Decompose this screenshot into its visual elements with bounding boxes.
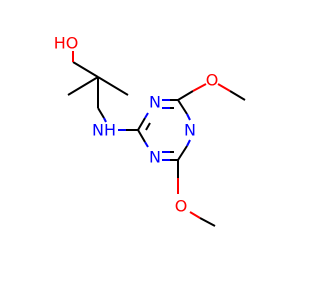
hydroxyl-label: HO	[54, 34, 79, 53]
ring-nitrogen-right-label: N	[184, 121, 196, 140]
ring-bond-n6-c1a	[144, 141, 149, 148]
bond-o-bottom-methyl-b	[199, 217, 216, 227]
ring-nitrogen-top-label: N	[149, 93, 161, 112]
atom-labels: HO NH N N N O O	[54, 34, 219, 216]
bond-o-top-methyl-a	[217, 83, 231, 92]
ring-bond-n6-c1b	[137, 129, 146, 143]
structure-drawing: HO NH N N N O O	[54, 34, 246, 227]
bond-methyl-right	[97, 76, 129, 96]
bond-c3-o-top-b	[192, 83, 207, 92]
ring-bond-c1-n2a	[137, 117, 146, 131]
bond-c-n-amine-black	[97, 107, 105, 119]
bond-methyl-left	[67, 76, 99, 96]
ring-bond-c3-n4b	[186, 113, 191, 121]
ring-bond-n4-c5b	[177, 145, 188, 161]
molecule-diagram: HO NH N N N O O	[54, 34, 246, 227]
bond-ch2-quaternary	[72, 61, 99, 78]
ring-nitrogen-bottom-label: N	[149, 148, 161, 167]
methoxy-oxygen-bottom-label: O	[175, 197, 188, 216]
ring-bond-n4-c5a	[186, 139, 191, 147]
ring-bond-c1-n2b	[144, 112, 149, 119]
amine-label: NH	[92, 121, 116, 140]
ring-bond-c1-inner	[145, 122, 151, 131]
ring-bond-c3-n4a	[177, 99, 188, 115]
bond-c-n-amine-blue	[103, 117, 107, 123]
methoxy-groups	[177, 83, 246, 227]
methoxy-oxygen-top-label: O	[206, 71, 219, 90]
bond-o-top-methyl-b	[229, 90, 246, 101]
carbon-skeleton	[67, 61, 129, 108]
triazine-ring	[137, 99, 191, 161]
bond-c3-o-top-a	[177, 90, 194, 101]
bond-o-bottom-methyl-a	[189, 211, 201, 219]
